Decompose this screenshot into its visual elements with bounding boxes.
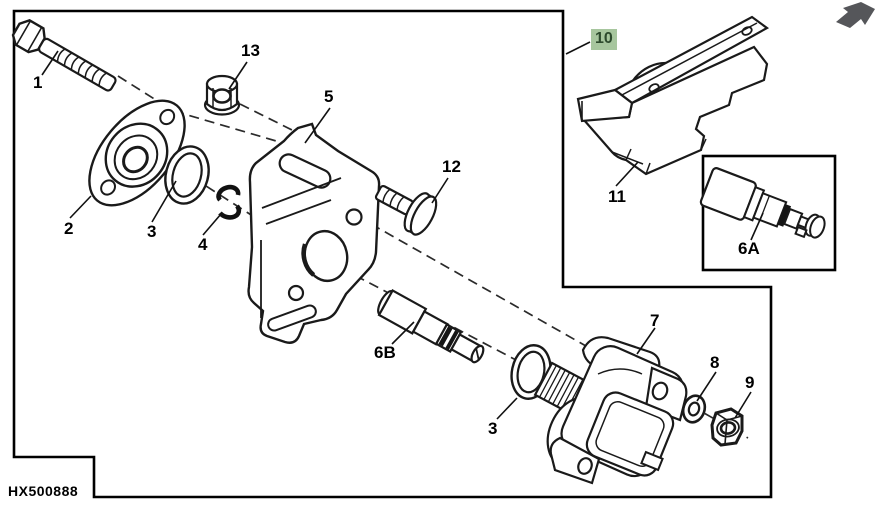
forward-navigation-arrow-icon — [836, 2, 875, 28]
callout-3-upper[interactable]: 3 — [147, 222, 157, 241]
part-13-flange-nut — [203, 74, 241, 116]
callout-13[interactable]: 13 — [241, 41, 260, 60]
callout-6a[interactable]: 6A — [738, 239, 760, 258]
callout-2[interactable]: 2 — [64, 219, 74, 238]
part-9-hex-nut — [710, 407, 744, 447]
part-1-hex-bolt — [11, 19, 117, 92]
callout-3-lower[interactable]: 3 — [488, 419, 498, 438]
callout-8[interactable]: 8 — [710, 353, 720, 372]
image-code-label: HX500888 — [8, 483, 79, 499]
part-11-bracket — [576, 15, 770, 176]
part-5-mounting-plate — [247, 122, 381, 344]
next-image-arrow-button[interactable] — [834, 1, 878, 33]
part-2-flange — [88, 99, 186, 207]
part-3-oring-upper — [164, 145, 210, 205]
part-7-housing — [533, 336, 688, 485]
callout-10-highlighted[interactable]: 10 — [591, 29, 617, 50]
callout-7[interactable]: 7 — [650, 311, 660, 330]
callout-9[interactable]: 9 — [745, 373, 755, 392]
part-4-snap-ring — [216, 184, 242, 220]
callout-6b[interactable]: 6B — [374, 343, 396, 362]
callout-leader-lines — [41, 41, 764, 420]
callout-4[interactable]: 4 — [198, 235, 208, 254]
callout-12[interactable]: 12 — [442, 157, 461, 176]
part-6a-solenoid — [699, 167, 826, 239]
part-12-plug — [374, 184, 438, 236]
figure-border — [12, 9, 773, 499]
inset-box-6a — [701, 154, 837, 272]
callout-1[interactable]: 1 — [33, 73, 43, 92]
callout-11[interactable]: 11 — [608, 187, 626, 206]
part-8-washer — [681, 394, 707, 424]
callout-5[interactable]: 5 — [324, 87, 334, 106]
